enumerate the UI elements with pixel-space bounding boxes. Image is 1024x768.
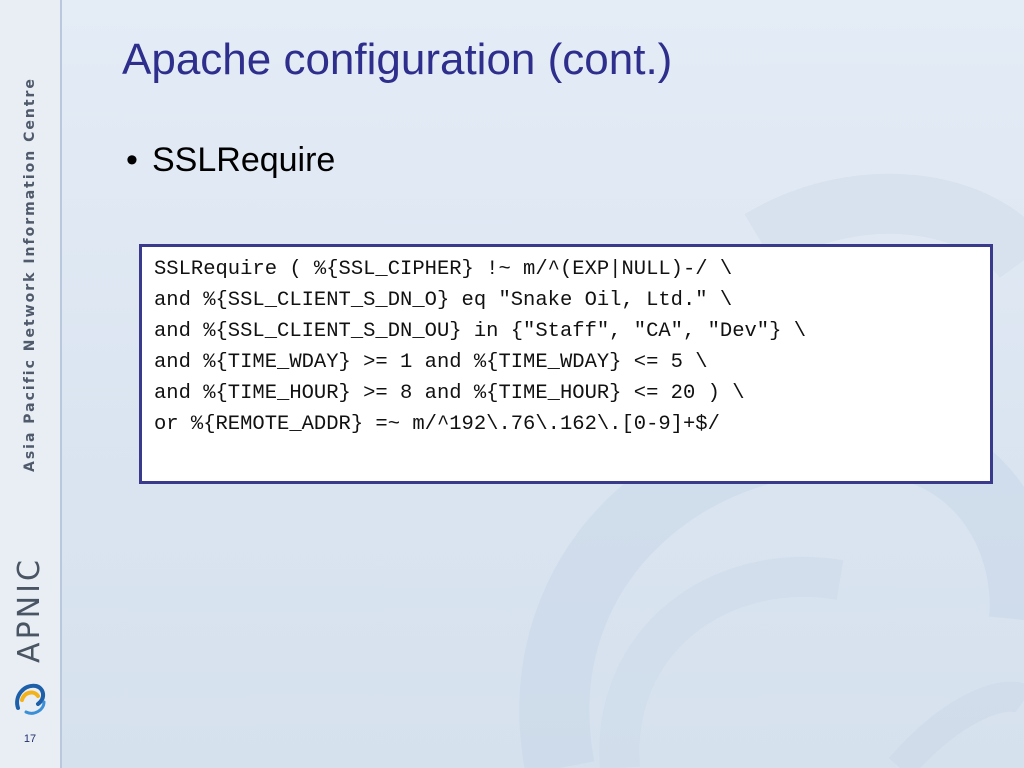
code-line: and %{TIME_WDAY} >= 1 and %{TIME_WDAY} <…: [154, 351, 708, 374]
slide-number: 17: [23, 733, 37, 745]
code-line: SSLRequire ( %{SSL_CIPHER} !~ m/^(EXP|NU…: [154, 258, 733, 281]
organization-name: Asia Pacific Network Information Centre: [22, 77, 38, 472]
code-line: and %{SSL_CLIENT_S_DN_O} eq "Snake Oil, …: [154, 289, 733, 312]
code-line: and %{TIME_HOUR} >= 8 and %{TIME_HOUR} <…: [154, 382, 745, 405]
sidebar: Asia Pacific Network Information Centre …: [0, 0, 62, 768]
bullet-dot: •: [126, 141, 138, 179]
code-line: or %{REMOTE_ADDR} =~ m/^192\.76\.162\.[0…: [154, 413, 720, 436]
code-box: SSLRequire ( %{SSL_CIPHER} !~ m/^(EXP|NU…: [139, 244, 993, 484]
apnic-swirl-icon: [15, 683, 46, 715]
slide-title: Apache configuration (cont.): [122, 35, 673, 84]
bullet-item: • SSLRequire: [126, 140, 335, 180]
code-line: and %{SSL_CLIENT_S_DN_OU} in {"Staff", "…: [154, 320, 807, 343]
brand-logo-text: APNIC: [12, 557, 47, 663]
bullet-text: SSLRequire: [152, 141, 336, 179]
